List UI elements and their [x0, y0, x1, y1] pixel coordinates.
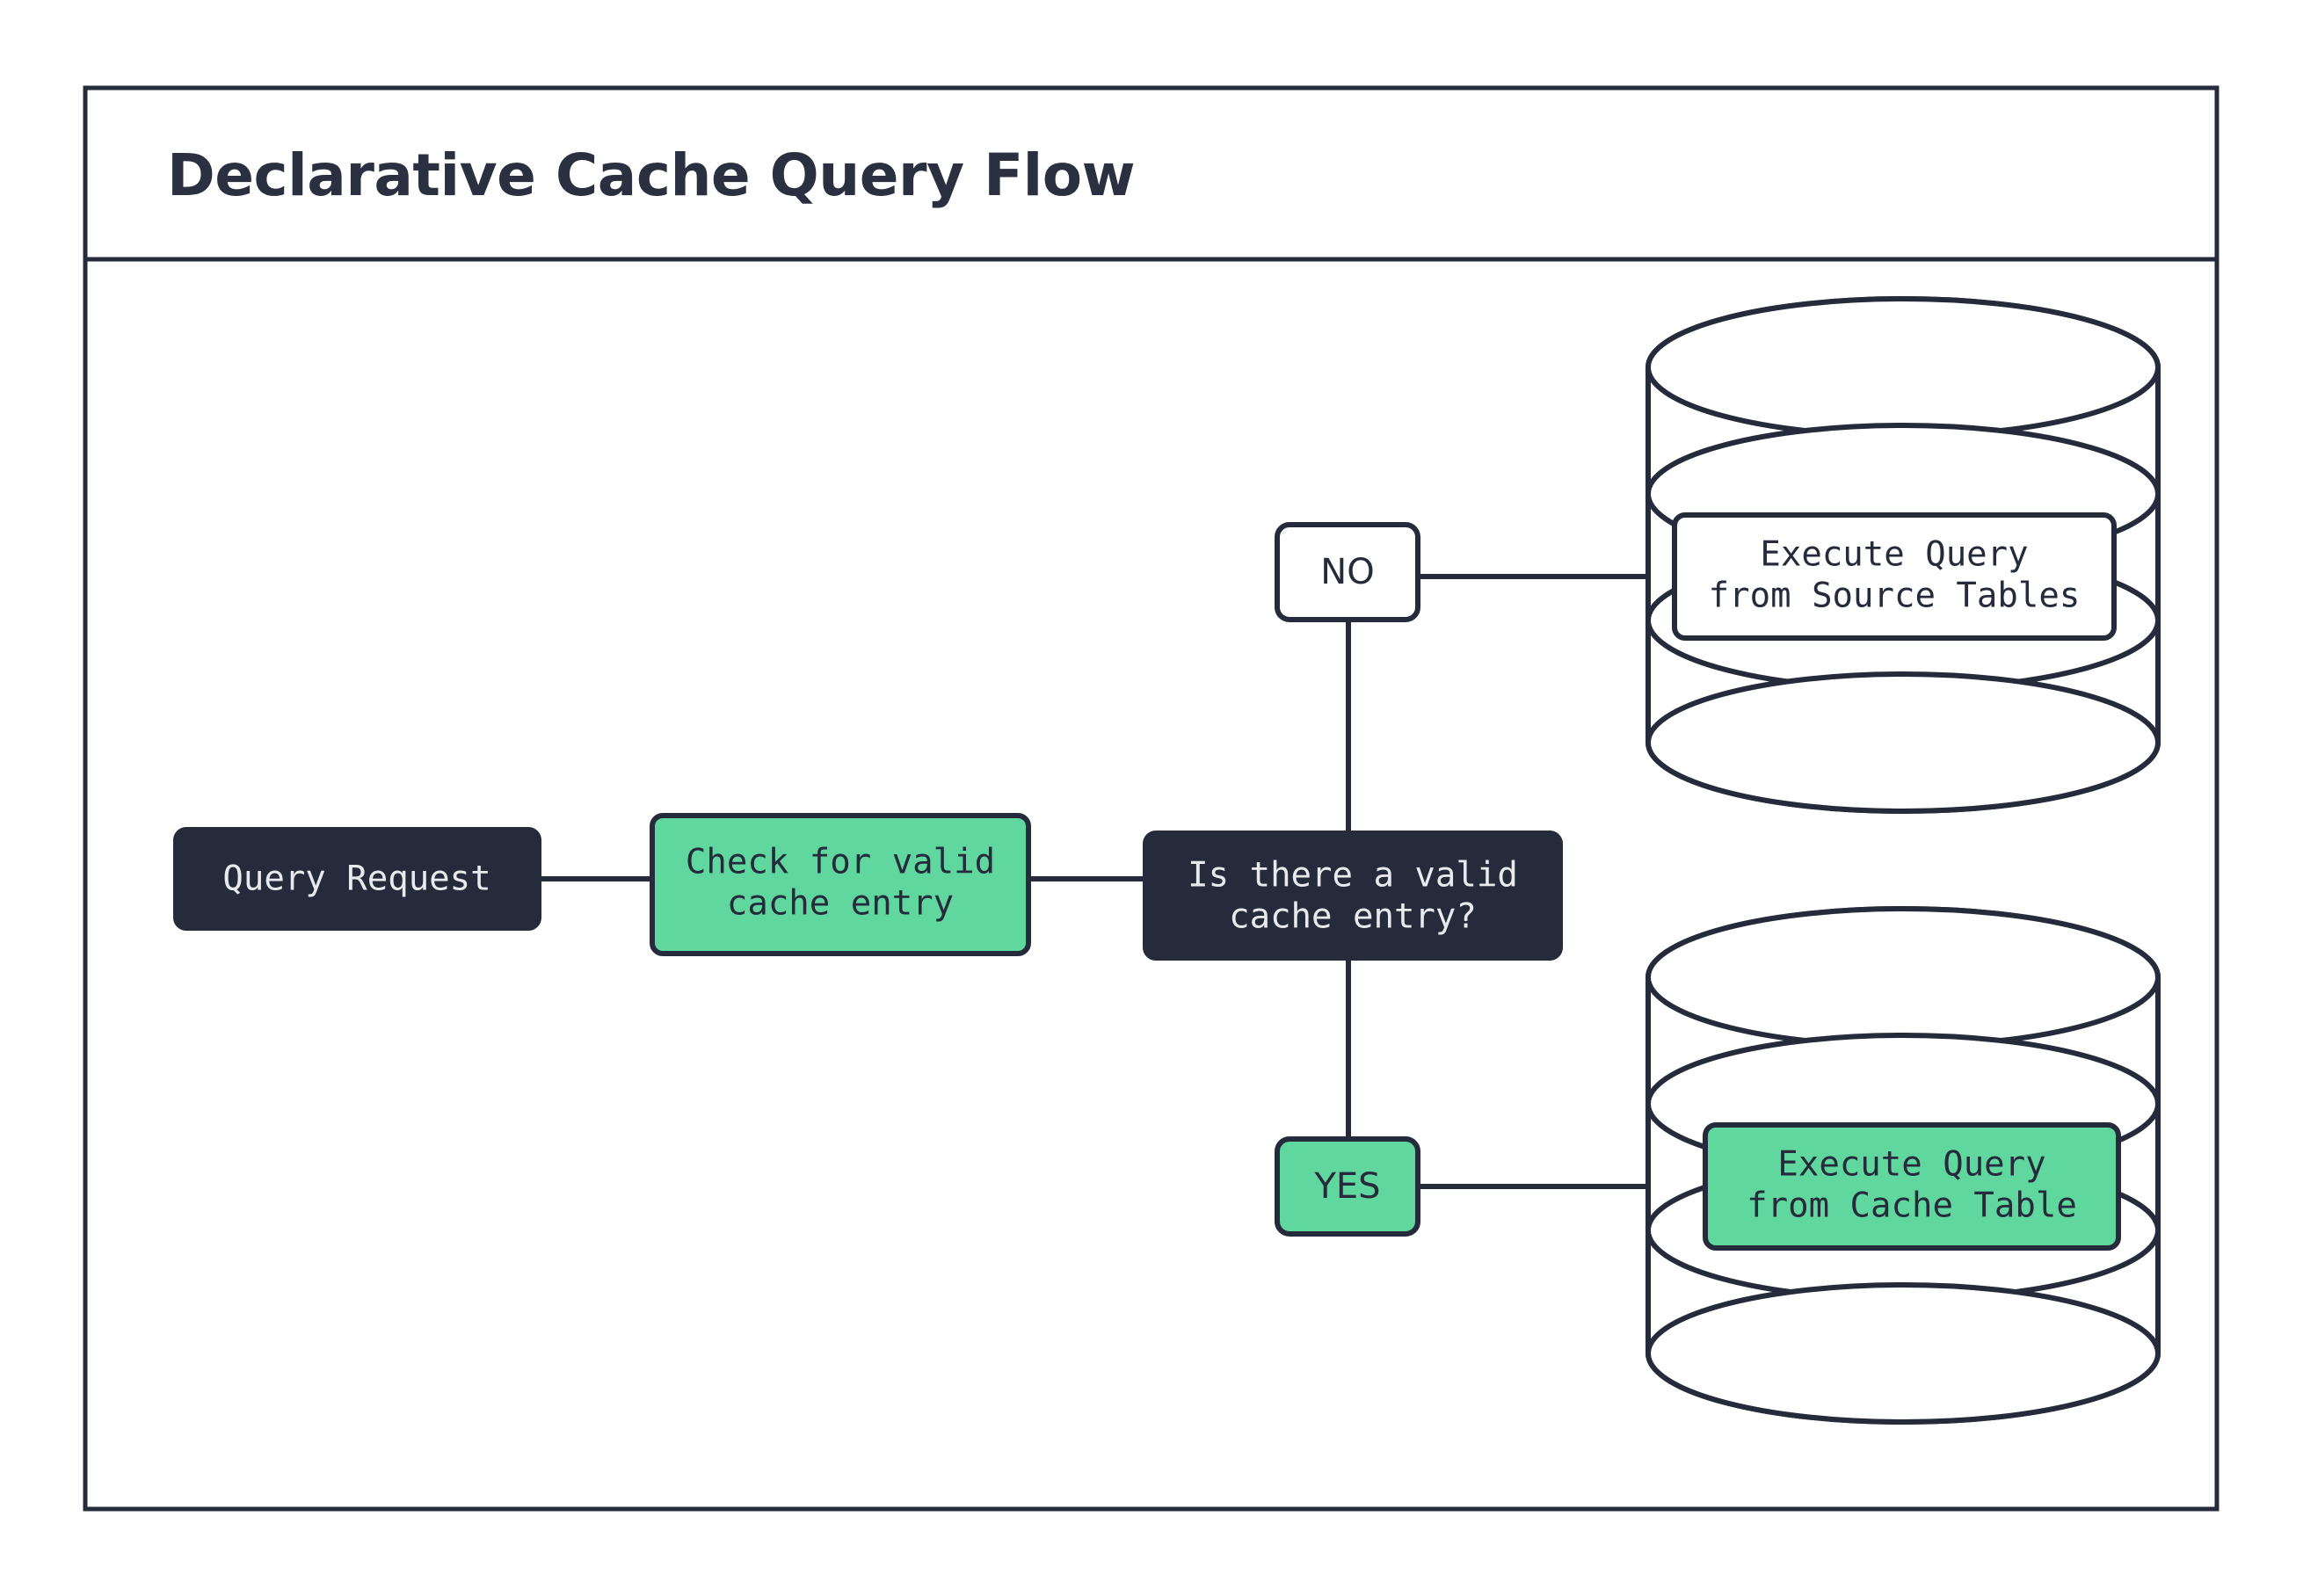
- page-title: Declarative Cache Query Flow: [167, 141, 1135, 209]
- node-check-cache[interactable]: Check for valid cache entry: [650, 813, 1031, 956]
- decision-box[interactable]: [1143, 831, 1563, 961]
- yes-label-box[interactable]: [1275, 1136, 1420, 1237]
- branch-label-no[interactable]: NO: [1275, 522, 1420, 622]
- execute-cache-label-line1: Execute Query: [1777, 1145, 2045, 1185]
- db-top-disc: [1646, 906, 2161, 1048]
- db-bottom-disc: [1646, 671, 2161, 814]
- execute-source-box[interactable]: [1672, 512, 2117, 641]
- execute-source-label-line1: Execute Query: [1760, 535, 2028, 575]
- query-request-box[interactable]: [173, 827, 541, 931]
- db-top-disc: [1646, 296, 2161, 439]
- db-bottom-disc: [1646, 1282, 2161, 1425]
- decision-label-line1: Is there a valid: [1188, 856, 1518, 896]
- yes-label-text: YES: [1313, 1166, 1380, 1207]
- node-execute-source[interactable]: Execute Query from Source Tables: [1672, 512, 2117, 641]
- no-label-text: NO: [1320, 552, 1374, 592]
- query-request-label: Query Request: [222, 860, 490, 899]
- node-query-request[interactable]: Query Request: [173, 827, 541, 931]
- branch-label-yes[interactable]: YES: [1275, 1136, 1420, 1237]
- execute-cache-box[interactable]: [1703, 1122, 2121, 1251]
- check-cache-label-line1: Check for valid: [686, 843, 995, 882]
- check-cache-box[interactable]: [650, 813, 1031, 956]
- node-decision-valid-cache[interactable]: Is there a valid cache entry?: [1143, 831, 1563, 961]
- execute-source-label-line2: from Source Tables: [1709, 577, 2081, 616]
- node-execute-cache[interactable]: Execute Query from Cache Table: [1703, 1122, 2121, 1251]
- check-cache-label-line2: cache entry: [727, 884, 954, 924]
- no-label-box[interactable]: [1275, 522, 1420, 622]
- decision-label-line2: cache entry?: [1229, 897, 1477, 937]
- execute-cache-label-line2: from Cache Table: [1747, 1186, 2077, 1226]
